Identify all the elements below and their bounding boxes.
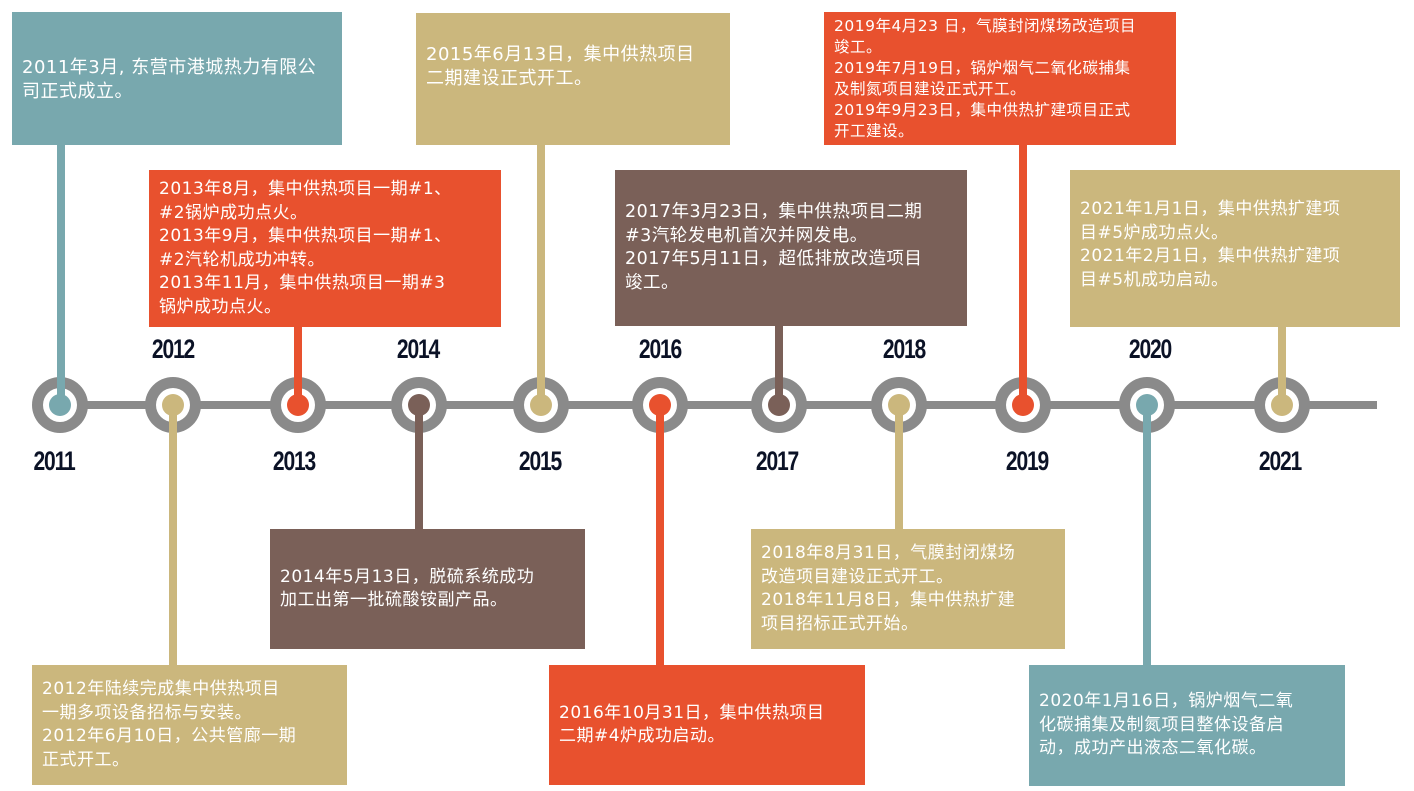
connector-2017-inner — [775, 377, 783, 405]
event-box-2015: 2015年6月13日，集中供热项目 二期建设正式开工。 — [416, 13, 730, 145]
event-box-2020: 2020年1月16日，锅炉烟气二氧 化碳捕集及制氮项目整体设备启 动，成功产出液… — [1029, 665, 1345, 786]
connector-2011 — [57, 145, 65, 405]
event-text: 锅炉成功点火。 — [159, 296, 282, 317]
event-text: 2021年2月1日，集中供热扩建项 — [1080, 246, 1341, 266]
connector-2018-inner — [895, 405, 903, 433]
event-text: 二期#4炉成功启动。 — [559, 726, 726, 746]
year-label-2021: 2021 — [1258, 446, 1302, 476]
event-text: 2015年6月13日，集中供热项目 — [426, 44, 695, 65]
connector-2016-inner — [656, 405, 664, 433]
node-2021 — [1254, 377, 1310, 433]
node-2017 — [751, 377, 807, 433]
connector-2020-inner — [1143, 405, 1151, 433]
event-box-2012: 2012年陆续完成集中供热项目 一期多项设备招标与安装。 2012年6月10日，… — [32, 665, 347, 785]
year-label-2013: 2013 — [272, 446, 316, 476]
connector-2015-inner — [537, 377, 545, 405]
year-label-2011: 2011 — [33, 446, 75, 476]
event-text: 2017年3月23日，集中供热项目二期 — [625, 202, 923, 222]
year-label-2020: 2020 — [1128, 334, 1172, 364]
event-box-2013: 2013年8月，集中供热项目一期#1、 #2锅炉成功点火。 2013年9月，集中… — [149, 170, 501, 327]
timeline-axis — [40, 401, 1377, 409]
event-box-2016: 2016年10月31日，集中供热项目 二期#4炉成功启动。 — [549, 665, 865, 785]
connector-2021 — [1278, 327, 1286, 405]
year-label-2015: 2015 — [518, 446, 562, 476]
event-text: 2013年11月，集中供热项目一期#3 — [159, 273, 446, 293]
node-2011 — [32, 377, 88, 433]
event-text: 加工出第一批硫酸铵副产品。 — [280, 590, 508, 610]
connector-2020 — [1143, 405, 1151, 665]
event-text: 竣工。 — [834, 37, 883, 56]
event-text: 司正式成立。 — [22, 80, 133, 102]
event-text: 2018年11月8日，集中供热扩建 — [761, 590, 1016, 610]
connector-2013 — [294, 327, 302, 405]
event-text: 2011年3月, 东营市港城热力有限公 — [22, 57, 317, 78]
connector-2011-inner — [57, 377, 65, 405]
year-label-2014: 2014 — [396, 334, 440, 364]
year-label-2017: 2017 — [755, 446, 799, 476]
connector-2015 — [537, 145, 545, 405]
dot-icon — [530, 394, 552, 416]
event-text: 二期建设正式开工。 — [426, 67, 593, 89]
event-box-2011: 2011年3月, 东营市港城热力有限公 司正式成立。 — [12, 12, 342, 145]
event-text: 2021年1月1日，集中供热扩建项 — [1080, 199, 1341, 219]
event-text: 目#5机成功启动。 — [1080, 269, 1229, 290]
connector-2016 — [656, 405, 664, 665]
event-text: 竣工。 — [625, 272, 679, 293]
event-text: 2017年5月11日，超低排放改造项目 — [625, 249, 923, 269]
event-text: 2018年8月31日，气膜封闭煤场 — [761, 543, 1016, 563]
event-box-2018: 2018年8月31日，气膜封闭煤场 改造项目建设正式开工。 2018年11月8日… — [751, 529, 1065, 649]
connector-2014-inner — [415, 405, 423, 433]
connector-2014 — [415, 405, 423, 529]
event-text: 2019年7月19日，锅炉烟气二氧化碳捕集 — [834, 58, 1131, 77]
year-label-2019: 2019 — [1005, 446, 1049, 476]
event-box-2019: 2019年4月23 日，气膜封闭煤场改造项目 竣工。 2019年7月19日，锅炉… — [824, 12, 1176, 145]
event-text: 2020年1月16日，锅炉烟气二氧 — [1039, 691, 1294, 712]
event-text: 开工建设。 — [834, 121, 915, 140]
event-text: #2汽轮机成功冲转。 — [159, 249, 326, 270]
event-text: 及制氮项目建设正式开工。 — [834, 79, 1027, 98]
event-text: 2014年5月13日，脱硫系统成功 — [280, 566, 535, 587]
event-text: 2019年9月23日，集中供热扩建项目正式 — [834, 100, 1131, 119]
year-label-2016: 2016 — [638, 334, 682, 364]
event-text: 2016年10月31日，集中供热项目 — [559, 702, 825, 723]
event-text: #3汽轮发电机首次并网发电。 — [625, 225, 868, 246]
dot-icon — [1012, 394, 1034, 416]
event-text: 2012年6月10日，公共管廊一期 — [42, 726, 297, 746]
event-text: 正式开工。 — [42, 749, 130, 770]
connector-2019 — [1019, 145, 1027, 405]
dot-icon — [1271, 394, 1293, 416]
event-box-2017: 2017年3月23日，集中供热项目二期 #3汽轮发电机首次并网发电。 2017年… — [615, 170, 967, 326]
event-text: #2锅炉成功点火。 — [159, 202, 308, 223]
event-text: 2012年陆续完成集中供热项目 — [42, 679, 280, 699]
event-text: 一期多项设备招标与安装。 — [42, 702, 252, 723]
dot-icon — [49, 394, 71, 416]
event-text: 2019年4月23 日，气膜封闭煤场改造项目 — [834, 16, 1136, 35]
dot-icon — [287, 394, 309, 416]
connector-2017 — [775, 326, 783, 405]
event-text: 化碳捕集及制氮项目整体设备启 — [1039, 714, 1284, 735]
event-text: 动，成功产出液态二氧化碳。 — [1039, 738, 1267, 759]
event-box-2014: 2014年5月13日，脱硫系统成功 加工出第一批硫酸铵副产品。 — [270, 529, 585, 649]
event-text: 目#5炉成功点火。 — [1080, 222, 1229, 243]
connector-2013-inner — [294, 377, 302, 405]
year-label-2018: 2018 — [882, 334, 926, 364]
event-text: 2013年9月，集中供热项目一期#1、 — [159, 226, 452, 246]
connector-2012-inner — [169, 405, 177, 433]
connector-2018 — [895, 405, 903, 529]
event-text: 改造项目建设正式开工。 — [761, 566, 954, 587]
connector-2012 — [169, 405, 177, 665]
connector-2019-inner — [1019, 377, 1027, 405]
event-text: 2013年8月，集中供热项目一期#1、 — [159, 179, 452, 199]
dot-icon — [768, 394, 790, 416]
event-text: 项目招标正式开始。 — [761, 613, 919, 634]
event-box-2021: 2021年1月1日，集中供热扩建项 目#5炉成功点火。 2021年2月1日，集中… — [1070, 170, 1400, 327]
connector-2021-inner — [1278, 377, 1286, 405]
year-label-2012: 2012 — [151, 334, 195, 364]
